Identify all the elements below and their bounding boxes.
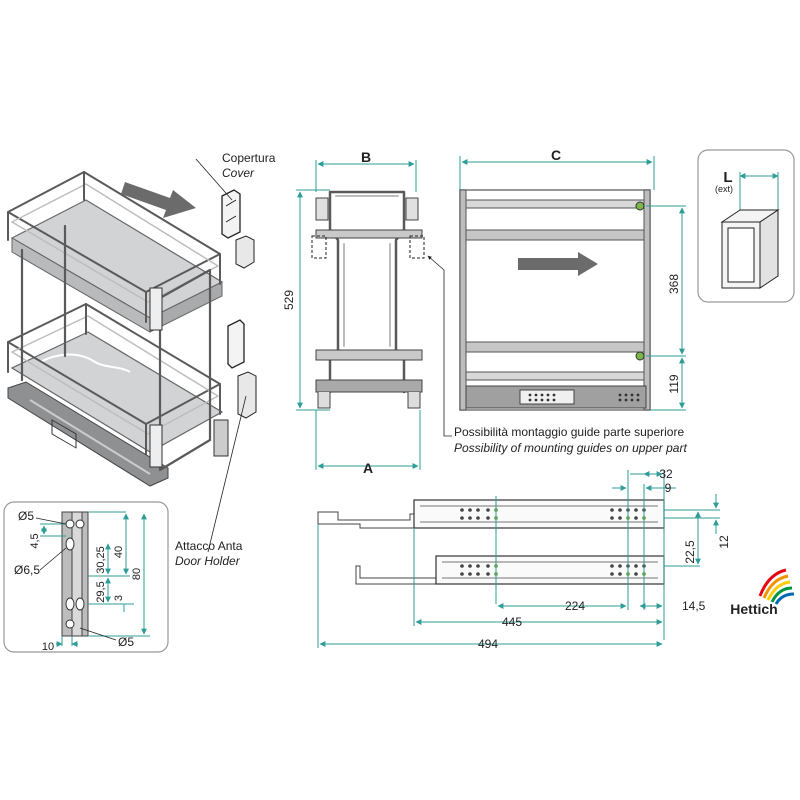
runner-dim-12: 12 — [717, 535, 731, 549]
guides-note-en: Possibility of mounting guides on upper … — [454, 441, 687, 455]
runner-dim-494: 494 — [478, 637, 498, 651]
dim-119: 119 — [667, 374, 681, 393]
front-view: B 529 A — [282, 149, 425, 476]
cover-label-en: Cover — [222, 166, 255, 180]
guides-note: Possibilità montaggio guide parte superi… — [454, 425, 684, 439]
bracket-dim-3: 3 — [113, 595, 125, 601]
dim-l: L — [723, 169, 732, 186]
isometric-basket — [7, 171, 229, 487]
runner-detail: 32 9 22,5 12 224 14,5 445 494 — [317, 467, 731, 651]
bracket-dim-80: 80 — [131, 568, 143, 580]
bracket-detail-panel: Ø5 4,5 Ø6,5 30,25 40 80 29,5 3 10 Ø5 — [3, 501, 169, 653]
bracket-hole-bottom: Ø5 — [118, 635, 134, 649]
bracket-dim-10: 10 — [42, 641, 54, 653]
runner-dim-224: 224 — [565, 599, 585, 613]
cover-label: Copertura — [222, 151, 276, 165]
door-holder-label: Attacco Anta — [175, 539, 243, 553]
brand-name: Hettich — [730, 601, 777, 617]
runner-dim-32: 32 — [659, 467, 673, 481]
bracket-dim-29-5: 29,5 — [95, 581, 107, 602]
slide-direction-arrow — [518, 252, 598, 276]
dim-c: C — [551, 147, 561, 163]
pull-direction-arrow — [121, 182, 196, 218]
side-view: C 368 119 — [459, 147, 686, 411]
bracket-slot: Ø6,5 — [14, 563, 40, 577]
runner-dim-14-5: 14,5 — [682, 599, 706, 613]
dim-a: A — [363, 460, 373, 476]
runner-dim-22-5: 22,5 — [683, 540, 697, 564]
ext-label: (ext) — [715, 184, 733, 194]
hettich-logo: Hettich — [730, 568, 795, 617]
dim-b: B — [361, 149, 371, 165]
dim-529: 529 — [282, 290, 296, 310]
dim-368: 368 — [667, 274, 681, 294]
runner-dim-9: 9 — [665, 481, 672, 495]
door-holder-label-en: Door Holder — [175, 554, 241, 568]
runner-dim-445: 445 — [502, 615, 522, 629]
bracket-hole-top: Ø5 — [18, 509, 34, 523]
cabinet-box-panel: L (ext) — [697, 149, 795, 303]
bracket-dim-4-5: 4,5 — [29, 533, 41, 548]
bracket-dim-30-25: 30,25 — [95, 546, 107, 574]
cover-parts — [221, 189, 257, 419]
bracket-dim-40: 40 — [113, 546, 125, 558]
